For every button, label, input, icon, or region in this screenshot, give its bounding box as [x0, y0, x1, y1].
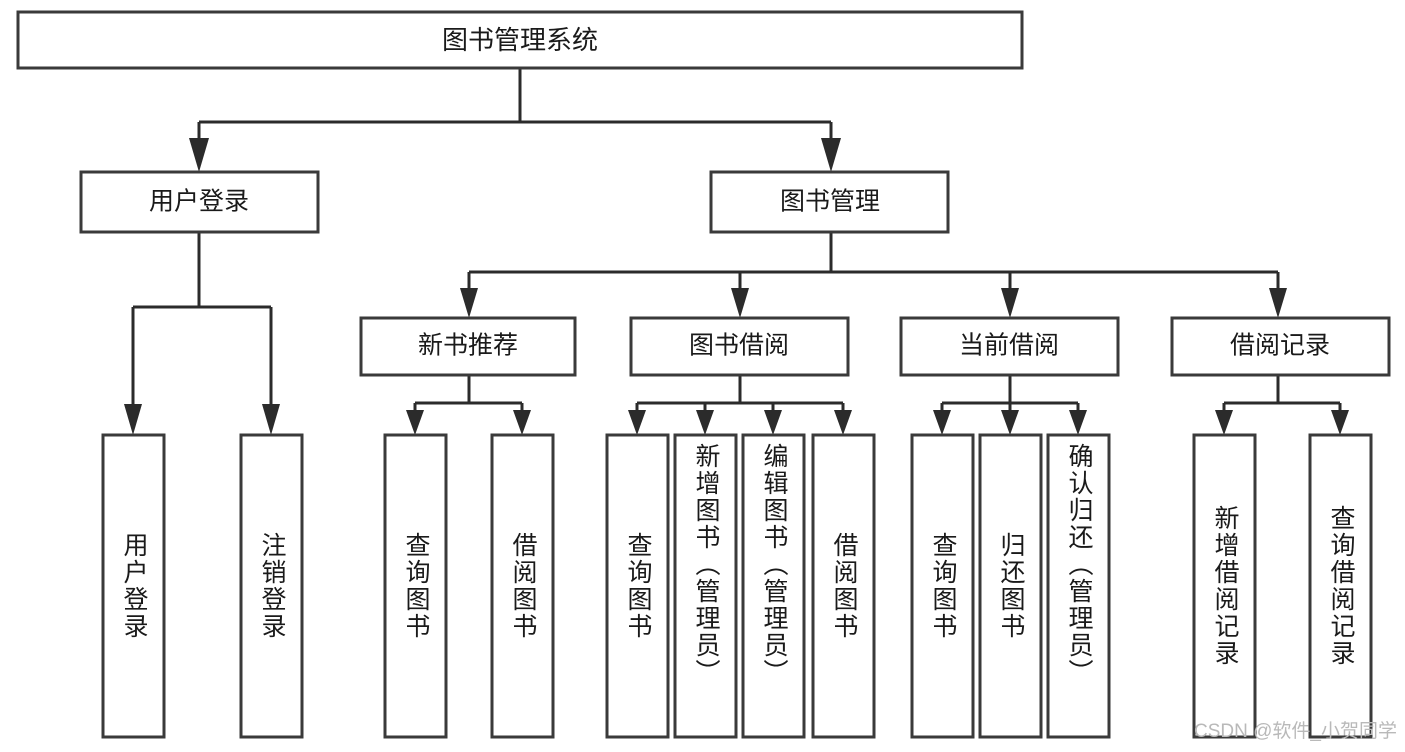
node-label-new-book-recommend: 新书推荐 [418, 332, 518, 360]
arrow-userlogin-to-logout [262, 404, 280, 435]
node-label-user-login: 用户登录 [149, 188, 249, 216]
arrow-bookborrow-to-add [696, 410, 714, 435]
node-layer: 图书管理系统 用户登录 图书管理 新书推荐 图书借阅 当前借阅 借阅记录 [16, 10, 1391, 739]
arrow-records-to-add [1215, 410, 1233, 435]
node-box-leaf-query-book-2[interactable] [605, 433, 670, 739]
node-box-user-login[interactable] [79, 170, 320, 234]
node-box-leaf-confirm-return-admin[interactable] [1046, 433, 1111, 739]
arrow-bookmanage-to-current [1001, 288, 1019, 318]
arrow-newbook-to-query [406, 410, 424, 435]
arrow-newbook-to-borrow [513, 410, 531, 435]
arrow-root-to-user-login [189, 138, 209, 172]
node-box-leaf-add-record[interactable] [1192, 433, 1257, 739]
node-box-system-root[interactable] [16, 10, 1024, 70]
connector-layer [124, 68, 1349, 435]
arrow-current-to-confirm [1069, 410, 1087, 435]
arrow-root-to-book-manage [821, 138, 841, 172]
arrow-bookmanage-to-borrow [731, 288, 749, 318]
node-label-current-borrow: 当前借阅 [959, 332, 1059, 360]
arrow-current-to-return [1001, 410, 1019, 435]
node-box-leaf-query-book-3[interactable] [910, 433, 975, 739]
arrow-bookborrow-to-edit [764, 410, 782, 435]
node-box-book-borrow[interactable] [629, 316, 850, 377]
node-box-leaf-user-login[interactable] [101, 433, 166, 739]
node-box-book-management[interactable] [709, 170, 950, 234]
node-box-leaf-logout[interactable] [239, 433, 304, 739]
node-box-current-borrow[interactable] [899, 316, 1120, 377]
arrow-bookmanage-to-records [1269, 288, 1287, 318]
arrow-bookborrow-to-borrow [834, 410, 852, 435]
node-label-system-root: 图书管理系统 [442, 25, 598, 55]
node-label-borrow-records: 借阅记录 [1230, 332, 1330, 360]
node-box-leaf-add-book-admin[interactable] [673, 433, 738, 739]
node-label-book-management: 图书管理 [780, 188, 880, 216]
node-box-new-book-recommend[interactable] [359, 316, 577, 377]
node-box-leaf-borrow-book-2[interactable] [811, 433, 876, 739]
arrow-records-to-query [1331, 410, 1349, 435]
node-box-leaf-edit-book-admin[interactable] [741, 433, 806, 739]
node-box-leaf-borrow-book-1[interactable] [490, 433, 555, 739]
arrow-bookborrow-to-query [628, 410, 646, 435]
node-box-leaf-return-book[interactable] [978, 433, 1043, 739]
watermark-text: CSDN @软件_小贺同学 [1194, 721, 1397, 742]
arrow-userlogin-to-login [124, 404, 142, 435]
node-box-leaf-query-record[interactable] [1308, 433, 1373, 739]
node-box-leaf-query-book-1[interactable] [383, 433, 448, 739]
node-box-borrow-records[interactable] [1170, 316, 1391, 377]
arrow-bookmanage-to-newbook [460, 288, 478, 318]
arrow-current-to-query [933, 410, 951, 435]
node-label-book-borrow: 图书借阅 [689, 332, 789, 360]
